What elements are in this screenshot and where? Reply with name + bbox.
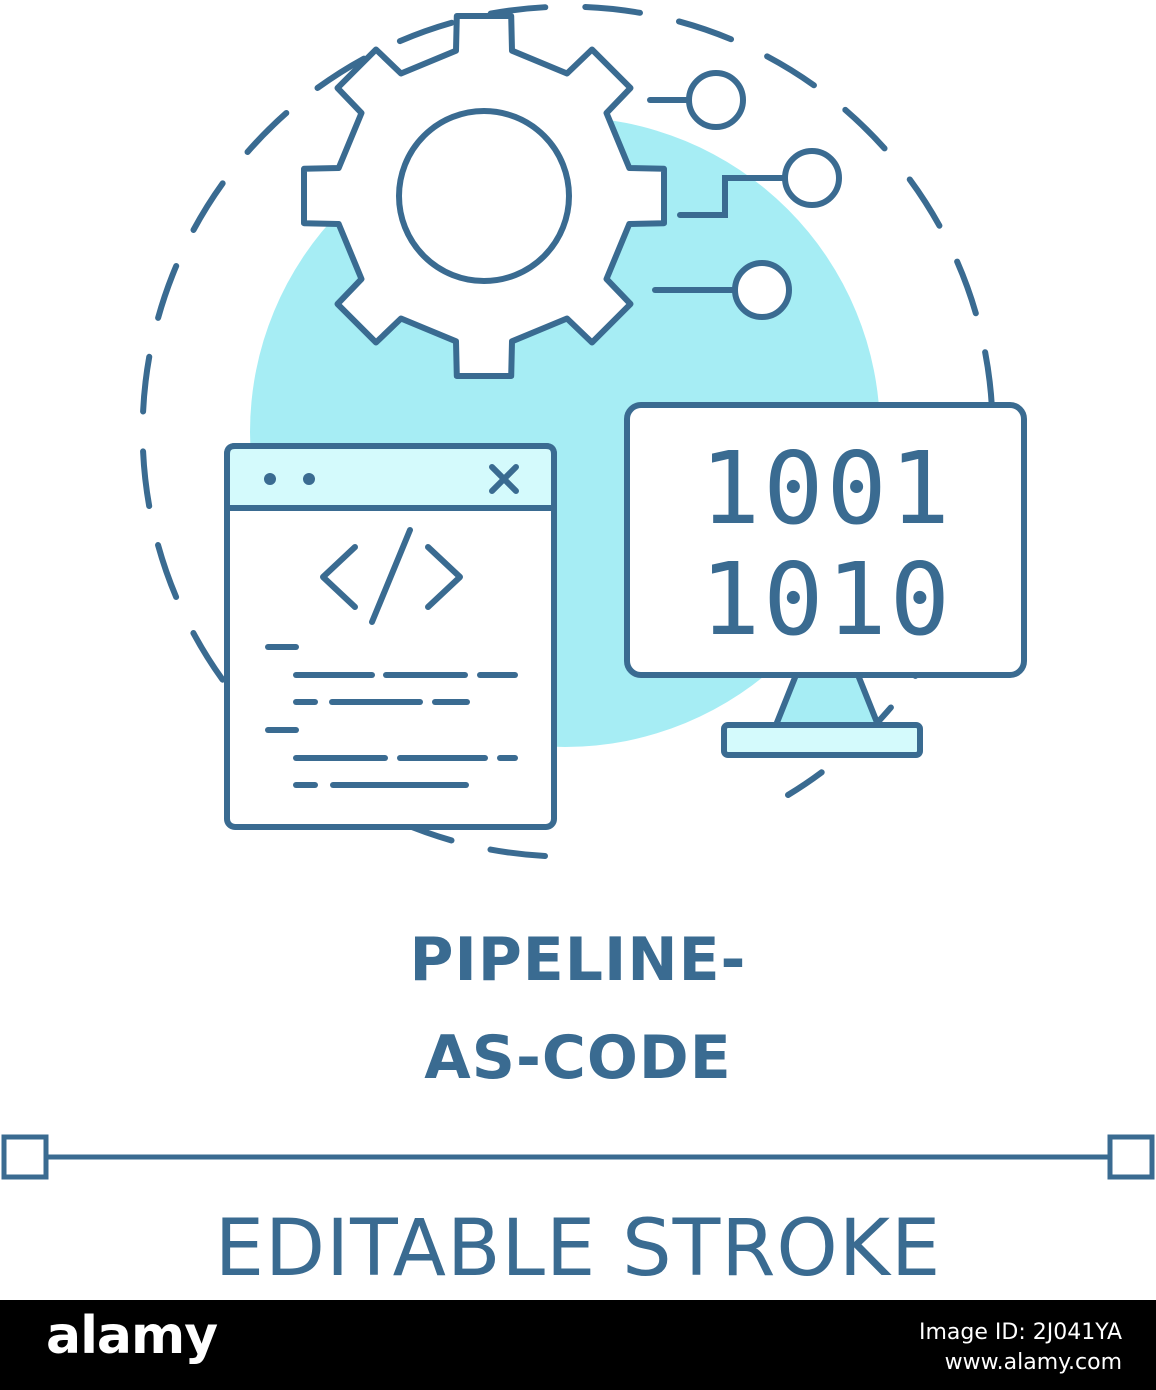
connector-nodes bbox=[647, 70, 842, 320]
icon-title-line-1: PIPELINE- bbox=[409, 925, 747, 995]
image-id-text: Image ID: 2J041YA bbox=[919, 1320, 1122, 1345]
code-text-lines bbox=[265, 644, 518, 788]
connector-node-icon bbox=[782, 148, 842, 208]
window-dot bbox=[264, 473, 276, 485]
stroke-handle-left bbox=[1, 1134, 49, 1180]
browser-window-icon bbox=[224, 443, 557, 830]
code-brackets-icon bbox=[320, 527, 463, 625]
alamy-logo: alamy bbox=[46, 1306, 218, 1366]
close-icon bbox=[489, 464, 519, 494]
editable-stroke-label: EDITABLE STROKE bbox=[214, 1204, 942, 1294]
stroke-guide bbox=[1, 1134, 1155, 1180]
monitor-icon: 1001 1010 bbox=[624, 402, 1027, 758]
icon-title-line-2: AS-CODE bbox=[424, 1023, 732, 1093]
connector-node-icon bbox=[686, 70, 746, 130]
footer-meta: Image ID: 2J041YA www.alamy.com bbox=[919, 1318, 1122, 1377]
gear-icon bbox=[301, 13, 667, 379]
connector-node-icon bbox=[732, 260, 792, 320]
stroke-handle-right bbox=[1107, 1134, 1155, 1180]
website-text: www.alamy.com bbox=[944, 1349, 1122, 1375]
footer-bar bbox=[0, 1300, 1156, 1390]
window-dot bbox=[303, 473, 315, 485]
pipeline-as-code-illustration: 1001 1010 bbox=[1, 3, 1155, 1180]
